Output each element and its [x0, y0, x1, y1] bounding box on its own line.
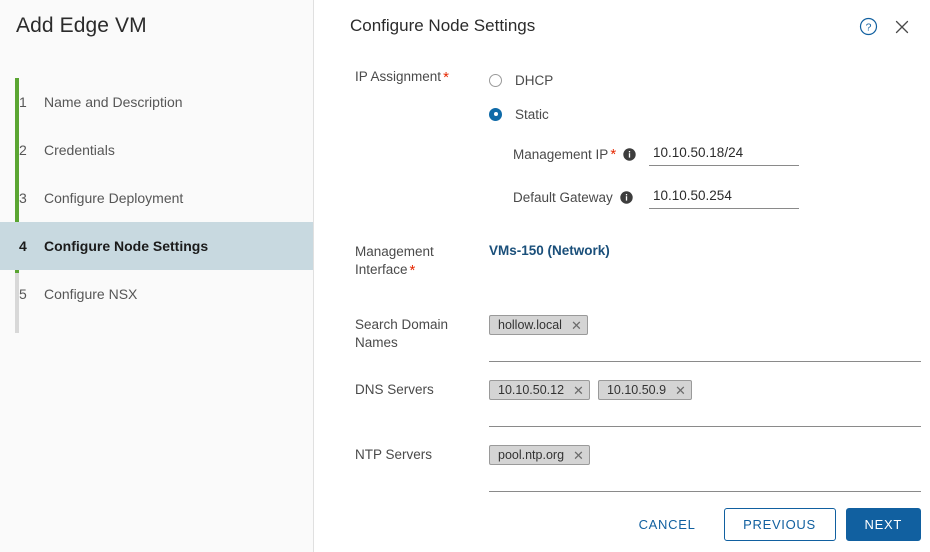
step-label: Configure NSX — [44, 286, 138, 302]
management-interface-label-text: Management Interface — [355, 244, 434, 277]
chip: pool.ntp.org ✕ — [489, 445, 590, 465]
info-circle-icon[interactable] — [620, 190, 633, 204]
step-number: 2 — [19, 142, 27, 158]
ip-assignment-label: IP Assignment* — [314, 68, 489, 86]
step-number: 4 — [19, 238, 27, 254]
search-domain-names-input[interactable]: hollow.local ✕ — [489, 315, 921, 362]
management-interface-value[interactable]: VMs-150 (Network) — [489, 243, 610, 258]
chip-remove-icon[interactable]: ✕ — [573, 447, 584, 463]
step-label: Configure Deployment — [44, 190, 184, 206]
radio-dhcp-indicator[interactable] — [489, 73, 502, 87]
default-gateway-label-text: Default Gateway — [513, 189, 613, 205]
header-actions: ? — [859, 14, 910, 36]
chip-label: 10.10.50.12 — [498, 383, 565, 397]
step-number: 5 — [19, 286, 27, 302]
chip-label: hollow.local — [498, 318, 562, 332]
close-icon[interactable] — [894, 19, 910, 35]
panel-header: Configure Node Settings ? — [314, 0, 930, 50]
required-marker: * — [610, 146, 617, 163]
wizard-footer: CANCEL PREVIOUS NEXT — [621, 508, 921, 541]
field-row-default-gateway: Default Gateway — [489, 182, 921, 212]
default-gateway-input[interactable] — [649, 185, 799, 209]
radio-option-dhcp[interactable]: DHCP — [489, 68, 921, 92]
chip: 10.10.50.9 ✕ — [597, 380, 692, 400]
search-domain-names-label: Search Domain Names — [355, 317, 449, 350]
dns-servers-label: DNS Servers — [355, 382, 434, 397]
field-row-management-ip: Management IP* — [489, 139, 921, 169]
management-interface-label: Management Interface* — [314, 242, 489, 279]
step-number: 1 — [19, 94, 27, 110]
step-progress-rail-remaining — [15, 273, 19, 333]
ntp-servers-control: pool.ntp.org ✕ — [489, 445, 930, 492]
step-progress-rail — [15, 78, 19, 273]
step-label: Credentials — [44, 142, 115, 158]
step-label: Name and Description — [44, 94, 183, 110]
cancel-button[interactable]: CANCEL — [621, 508, 714, 541]
required-marker: * — [443, 69, 449, 86]
info-circle-icon[interactable] — [623, 147, 636, 161]
dns-servers-control: 10.10.50.12 ✕ 10.10.50.9 ✕ — [489, 380, 930, 427]
svg-text:?: ? — [866, 21, 872, 33]
wizard-main-panel: Configure Node Settings ? IP Assig — [314, 0, 930, 552]
next-button[interactable]: NEXT — [845, 508, 921, 541]
ip-assignment-control: DHCP Static Management IP* — [489, 68, 930, 212]
previous-button[interactable]: PREVIOUS — [723, 508, 836, 541]
management-ip-input[interactable] — [649, 142, 799, 166]
ntp-servers-label: NTP Servers — [355, 447, 433, 462]
wizard-sidebar: Add Edge VM 1 Name and Description 2 Cre… — [0, 0, 314, 552]
step-label: Configure Node Settings — [44, 238, 209, 254]
chip-label: 10.10.50.9 — [606, 383, 667, 397]
ip-assignment-label-text: IP Assignment — [355, 69, 442, 84]
wizard-step-list: 1 Name and Description 2 Credentials 3 C… — [0, 78, 313, 333]
management-ip-label: Management IP* — [489, 147, 649, 162]
default-gateway-label: Default Gateway — [489, 190, 649, 205]
chip-remove-icon[interactable]: ✕ — [675, 382, 686, 398]
wizard-title: Add Edge VM — [16, 14, 147, 37]
ntp-servers-input[interactable]: pool.ntp.org ✕ — [489, 445, 921, 492]
sidebar-step-credentials[interactable]: 2 Credentials — [0, 126, 313, 174]
radio-dhcp-label: DHCP — [515, 72, 554, 88]
dns-servers-input[interactable]: 10.10.50.12 ✕ 10.10.50.9 ✕ — [489, 380, 921, 427]
sidebar-step-configure-node-settings[interactable]: 4 Configure Node Settings — [0, 222, 313, 270]
chip: 10.10.50.12 ✕ — [489, 380, 590, 400]
radio-static-indicator[interactable] — [489, 107, 502, 121]
field-row-ntp-servers: NTP Servers pool.ntp.org ✕ — [314, 445, 930, 492]
chip-remove-icon[interactable]: ✕ — [573, 382, 584, 398]
node-settings-form: IP Assignment* DHCP Static Management IP… — [314, 50, 930, 492]
sidebar-step-configure-deployment[interactable]: 3 Configure Deployment — [0, 174, 313, 222]
field-row-ip-assignment: IP Assignment* DHCP Static Management IP… — [314, 68, 930, 212]
radio-option-static[interactable]: Static — [489, 102, 921, 126]
radio-static-label: Static — [515, 106, 549, 122]
chip-label: pool.ntp.org — [498, 448, 565, 462]
chip: hollow.local ✕ — [489, 315, 588, 335]
chip-remove-icon[interactable]: ✕ — [570, 317, 582, 333]
sidebar-step-name-and-description[interactable]: 1 Name and Description — [0, 78, 313, 126]
sidebar-step-configure-nsx[interactable]: 5 Configure NSX — [0, 270, 313, 318]
field-row-search-domain-names: Search Domain Names hollow.local ✕ — [314, 315, 930, 362]
help-circle-icon[interactable]: ? — [859, 17, 878, 36]
required-marker: * — [409, 262, 416, 279]
field-row-management-interface: Management Interface* VMs-150 (Network) — [314, 242, 930, 279]
management-interface-control: VMs-150 (Network) — [489, 242, 930, 260]
step-number: 3 — [19, 190, 27, 206]
search-domain-names-control: hollow.local ✕ — [489, 315, 930, 362]
static-ip-fields: Management IP* — [489, 139, 921, 212]
field-row-dns-servers: DNS Servers 10.10.50.12 ✕ 10.10.50.9 ✕ — [314, 380, 930, 427]
management-ip-label-text: Management IP — [513, 146, 609, 162]
page-title: Configure Node Settings — [350, 16, 536, 35]
